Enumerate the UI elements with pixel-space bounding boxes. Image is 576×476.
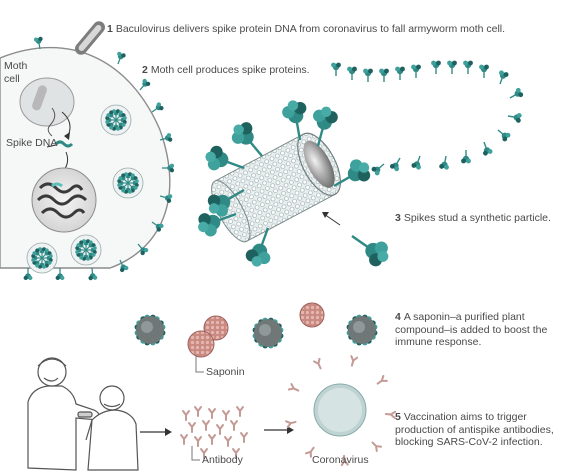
chain-spike	[494, 69, 510, 87]
chain-spike	[494, 125, 513, 144]
antibody-pointer	[191, 446, 200, 461]
saponin-pointer	[195, 355, 204, 373]
antibody-icon	[224, 436, 232, 447]
chain-spike	[446, 59, 458, 75]
spike-clusters	[26, 104, 144, 274]
antibody-icon	[216, 424, 224, 435]
chain-spike	[378, 67, 390, 83]
chain-spike	[362, 67, 374, 83]
spike-cluster	[26, 242, 58, 274]
bound-antibody	[287, 383, 301, 395]
membrane-spike	[86, 266, 99, 282]
chain-spike	[478, 63, 490, 79]
antibody-icon	[240, 432, 248, 443]
nucleus	[31, 167, 97, 233]
antibody-icon	[182, 410, 190, 421]
coronavirus	[285, 355, 397, 467]
nanoparticle	[345, 313, 379, 347]
chain-spike	[438, 154, 452, 171]
synthetic-particle	[192, 96, 396, 272]
chain-spike	[430, 59, 442, 75]
saponin-particle	[187, 330, 215, 358]
membrane-spike	[54, 267, 66, 281]
chain-spike	[410, 153, 426, 171]
antibody-icon	[222, 410, 230, 421]
antibody-icon	[180, 434, 188, 445]
chain-spike	[369, 159, 388, 178]
vaccination-people	[27, 357, 139, 471]
antibody-icon	[194, 406, 202, 417]
spike-cluster	[112, 167, 144, 199]
chain-spike	[460, 149, 472, 165]
antibody-label: Antibody	[202, 454, 243, 466]
endosome	[19, 77, 75, 137]
chain-spike	[346, 65, 358, 81]
bound-antibody	[285, 418, 298, 429]
chain-spike	[478, 139, 494, 157]
bound-antibody	[374, 374, 388, 388]
coronavirus-label: Coronavirus	[312, 454, 369, 466]
antibody-icon	[194, 436, 202, 447]
bound-antibody	[348, 355, 359, 368]
antibody-icon	[230, 420, 238, 431]
saponin-label: Saponin	[206, 366, 245, 378]
chain-spike	[462, 59, 474, 75]
antibody-icon	[188, 422, 196, 433]
chain-spike	[506, 110, 523, 124]
nanoparticle	[251, 316, 285, 350]
nanoparticle	[133, 313, 167, 347]
antibody-icon	[208, 434, 216, 445]
membrane-spike	[135, 77, 152, 94]
bound-antibody	[313, 357, 325, 371]
bound-antibody	[369, 439, 383, 453]
antibody-icon	[208, 408, 216, 419]
baculovirus	[75, 21, 105, 55]
spike-chain	[330, 59, 525, 178]
moth-cell-label: Moth cell	[4, 60, 28, 85]
spike-cluster	[100, 104, 132, 136]
membrane-spike	[113, 50, 127, 67]
saponin-nanoparticles	[133, 302, 379, 358]
chain-spike	[394, 65, 406, 81]
membrane-spike	[22, 267, 34, 281]
antibody-icon	[202, 420, 210, 431]
spike-dna-fragment	[46, 140, 74, 148]
chain-spike	[506, 86, 525, 103]
spike-dna-label: Spike DNA	[6, 137, 58, 149]
chain-spike	[388, 154, 405, 173]
bound-antibody	[384, 410, 397, 419]
antibody-cluster	[180, 406, 248, 459]
arrow-incoming	[323, 213, 341, 226]
chain-spike	[410, 63, 422, 79]
spike-cluster	[70, 234, 102, 266]
antibody-icon	[236, 406, 244, 417]
saponin-particle	[299, 302, 325, 328]
